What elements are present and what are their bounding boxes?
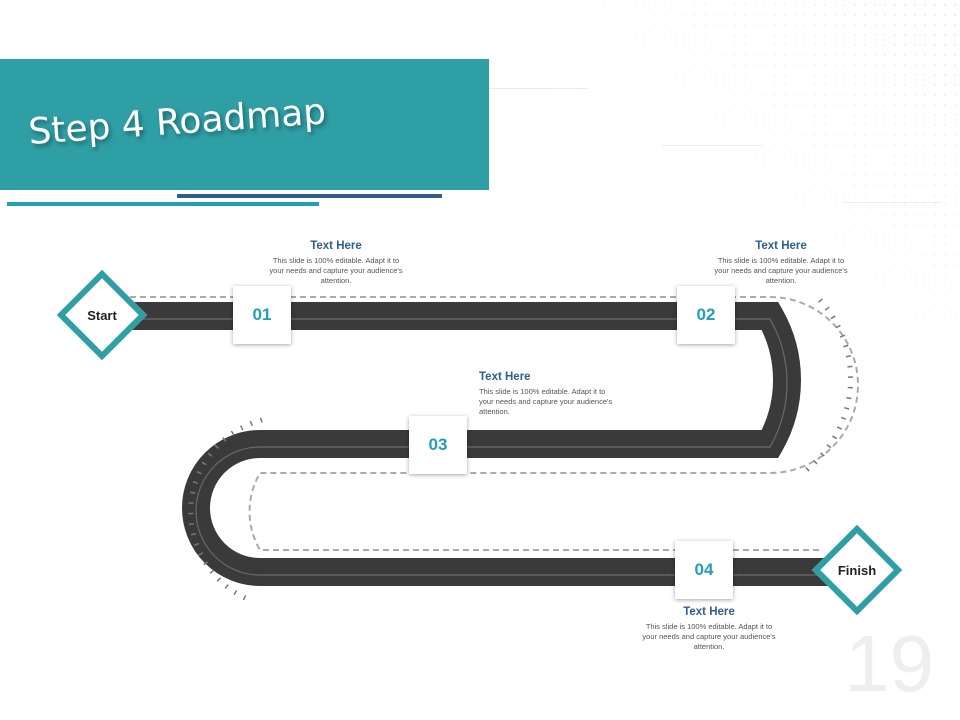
title-banner <box>0 59 489 190</box>
start-label: Start <box>87 307 117 323</box>
milestone-04-heading: Text Here <box>683 606 735 618</box>
milestone-01-body: This slide is 100% editable. Adapt it to… <box>269 256 403 285</box>
road-body <box>130 302 830 586</box>
milestone-01-box: 01 <box>233 286 291 344</box>
milestone-04-box: 04 <box>675 541 733 599</box>
milestone-02-body: This slide is 100% editable. Adapt it to… <box>714 256 848 285</box>
finish-label: Finish <box>837 562 877 578</box>
milestone-04-body: This slide is 100% editable. Adapt it to… <box>642 622 776 651</box>
milestone-03-body: This slide is 100% editable. Adapt it to… <box>479 387 613 416</box>
milestone-04-caption: Text Here This slide is 100% editable. A… <box>639 606 779 652</box>
road-lane-line <box>130 318 830 576</box>
decor-line <box>488 88 588 89</box>
start-marker: Start <box>52 265 152 365</box>
milestone-01-heading: Text Here <box>310 240 362 252</box>
finish-marker: Finish <box>807 520 907 620</box>
decor-line <box>662 145 762 146</box>
decor-line <box>842 202 942 203</box>
dot-pattern-background <box>540 0 960 320</box>
milestone-03-heading: Text Here <box>479 371 531 383</box>
milestone-02-caption: Text Here This slide is 100% editable. A… <box>711 240 851 286</box>
milestone-01-caption: Text Here This slide is 100% editable. A… <box>266 240 406 286</box>
page-number: 19 <box>845 619 934 708</box>
milestone-02-box: 02 <box>677 286 735 344</box>
milestone-02-heading: Text Here <box>755 240 807 252</box>
milestone-03-box: 03 <box>409 416 467 474</box>
title-underline-navy <box>177 194 442 198</box>
milestone-03-caption: Text Here This slide is 100% editable. A… <box>479 371 619 417</box>
road-dashed-outline <box>130 296 859 551</box>
road-tick-arc-right <box>798 298 854 478</box>
title-underline-teal <box>7 202 319 206</box>
